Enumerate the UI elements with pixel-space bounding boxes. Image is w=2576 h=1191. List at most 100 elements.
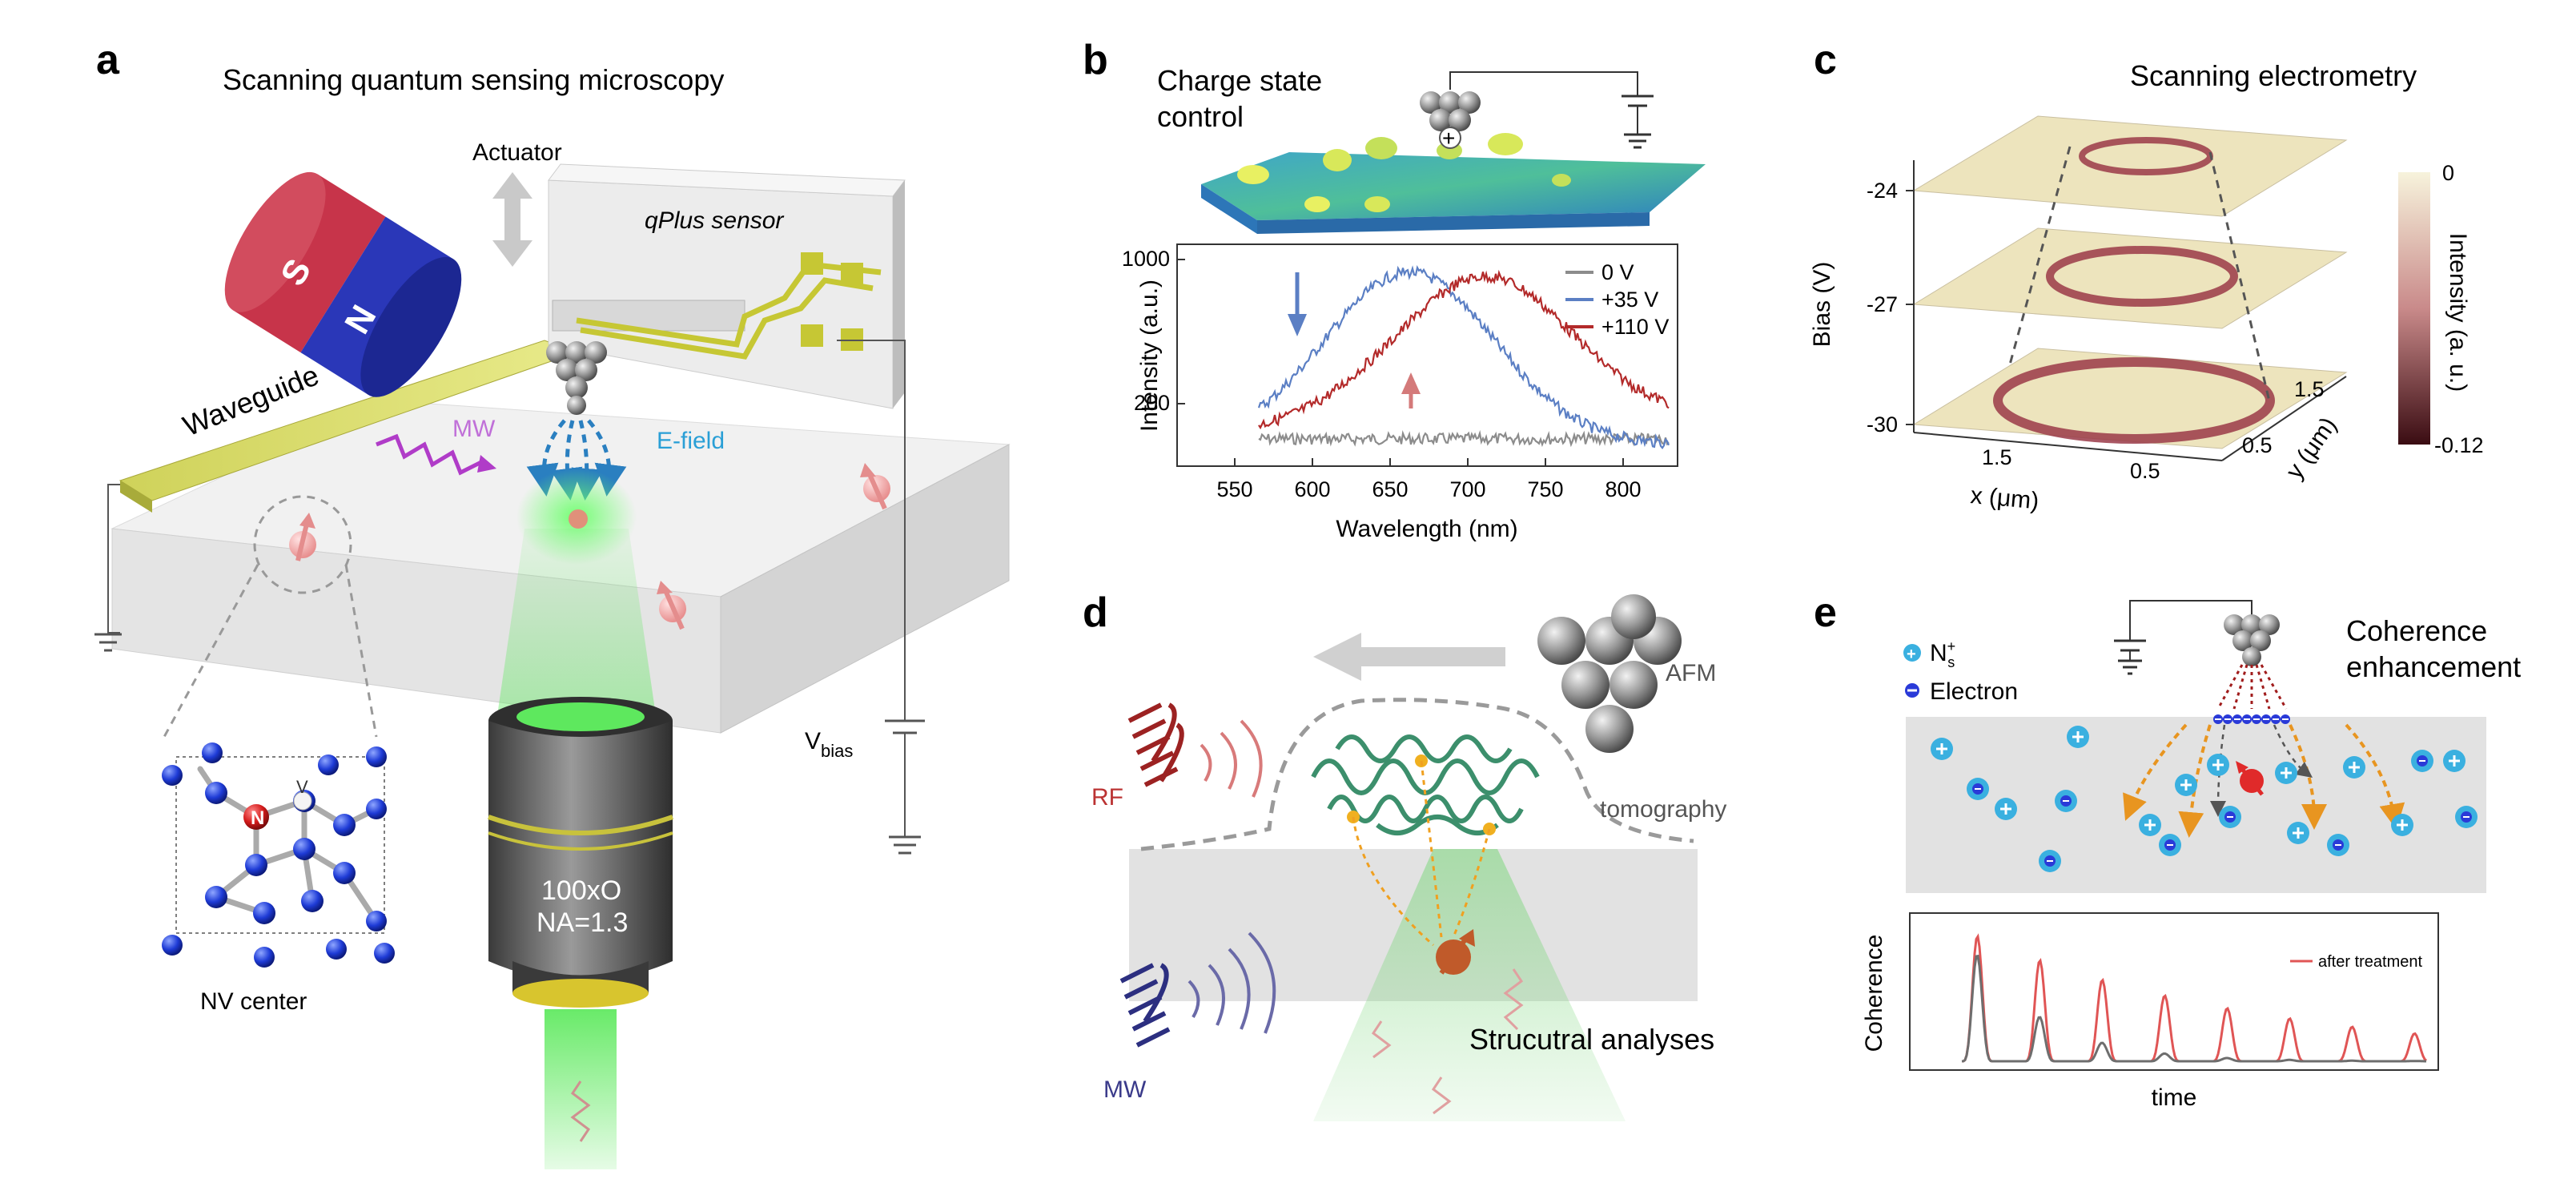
coherence-legend: after treatment — [2318, 953, 2423, 971]
y-tick-05: 0.5 — [2242, 433, 2273, 457]
mw-wave-icon — [376, 433, 496, 476]
zoom-circle — [253, 495, 352, 594]
bias-tick-30: -30 — [1867, 412, 1898, 437]
charge-plus-icon: + — [1442, 126, 1455, 151]
y-axis-c — [2221, 376, 2347, 461]
magnet-icon: S N — [224, 171, 462, 397]
bias-axis-label: Bias (V) — [1809, 262, 1835, 348]
laser-beam-up — [496, 529, 657, 721]
sensor-spin-e — [2236, 761, 2264, 796]
bias-tick-24: -24 — [1867, 179, 1898, 203]
ns-label: N+s — [1930, 638, 1955, 670]
spectra-ytick-200: 200 — [1134, 391, 1170, 415]
panel-d-letter: d — [1083, 589, 1108, 636]
svg-text:+: + — [1907, 646, 1916, 663]
ns-plus-icon — [1903, 644, 1921, 662]
spectra-xtick-550: 550 — [1216, 477, 1252, 501]
colorbar-label: Intensity (a. u.) — [2445, 233, 2471, 392]
spectra-xtick-650: 650 — [1372, 477, 1408, 501]
tomography-outline — [1140, 698, 1694, 851]
peak-arrow-blue — [1288, 272, 1307, 336]
electrometry-map-top — [1912, 115, 2348, 217]
spectrum-35v — [1257, 264, 1670, 450]
qplus-label: qPlus sensor — [645, 207, 784, 234]
panel-c-title: Scanning electrometry — [2130, 59, 2417, 92]
surface-electrons — [2213, 714, 2290, 724]
peak-arrow-red — [1401, 372, 1421, 408]
spectra-xtick-600: 600 — [1294, 477, 1330, 501]
spectra-xlabel: Wavelength (nm) — [1336, 516, 1517, 542]
panel-e-letter: e — [1814, 589, 1837, 636]
colorbar — [2398, 172, 2430, 445]
panel-d: d AFM tomography — [1083, 589, 1726, 1121]
spectra-ytick-1000: 1000 — [1122, 247, 1170, 271]
panel-c: c Scanning electrometry -24 -27 -30 Bias… — [1809, 37, 2484, 514]
sensor-spin-icon — [569, 509, 588, 529]
x-tick-05: 0.5 — [2130, 459, 2160, 483]
panel-e-title-line1: Coherence — [2346, 614, 2487, 647]
afm-label: AFM — [1666, 660, 1716, 686]
coherence-before-line — [1961, 954, 2426, 1063]
electrometry-map-middle — [1912, 227, 2348, 329]
scan-direction-arrow — [1313, 633, 1505, 681]
panel-b: b Charge state control + — [1083, 37, 1706, 542]
spectrum-110v — [1258, 269, 1670, 430]
panel-a: a Scanning quantum sensing microscopy Wa… — [94, 37, 1011, 1169]
rf-label: RF — [1091, 784, 1123, 811]
tip-with-bias-icon: + — [1420, 71, 1654, 151]
rf-coil-icon — [1127, 702, 1184, 787]
panel-b-letter: b — [1083, 37, 1108, 83]
waveguide-ground-wire — [107, 484, 120, 634]
x-tick-15: 1.5 — [1982, 445, 2012, 469]
coherence-xlabel: time — [2152, 1084, 2197, 1111]
coherence-plot-frame — [1909, 912, 2439, 1071]
bias-tick-27: -27 — [1867, 292, 1898, 316]
colorbar-min: -0.12 — [2434, 433, 2484, 457]
spectra-xtick-800: 800 — [1605, 477, 1641, 501]
legend-110v: +110 V — [1601, 315, 1669, 339]
x-axis-c — [1913, 432, 2223, 461]
afm-tip-cluster — [546, 341, 607, 415]
panel-c-letter: c — [1814, 37, 1837, 83]
spectra-plot: 0 V +35 V +110 V Intensity (a.u.) Wavele… — [1122, 243, 1678, 542]
objective-magnification: 100xO — [541, 875, 621, 906]
panel-b-title-line2: control — [1157, 100, 1244, 133]
vbias-label: Vbias — [805, 728, 853, 761]
vbias-circuit — [837, 340, 925, 855]
structural-analyses-label: Strucutral analyses — [1469, 1023, 1714, 1056]
spectra-plot-frame — [1176, 243, 1678, 467]
electrometry-map-bottom — [1912, 348, 2348, 449]
mw-label-a: MW — [452, 416, 496, 442]
nv-center-label: NV center — [200, 988, 307, 1015]
nv-lattice-diagram: N V — [162, 742, 395, 968]
y-axis-label-c: y (μm) — [2281, 412, 2342, 484]
nitrogen-atom-label: N — [251, 807, 264, 829]
panel-a-letter: a — [96, 37, 120, 83]
panel-b-title-line1: Charge state — [1157, 64, 1322, 97]
spin-icon-3 — [657, 581, 686, 630]
efield-label: E-field — [657, 428, 725, 454]
actuator-arrow-icon — [492, 172, 532, 267]
tomography-label: tomography — [1600, 796, 1726, 823]
spectra-legend: 0 V +35 V +110 V — [1565, 260, 1669, 339]
y-tick-15: 1.5 — [2294, 377, 2325, 401]
spectra-xtick-750: 750 — [1527, 477, 1563, 501]
rf-waves — [1200, 719, 1263, 798]
panel-e-title-line2: enhancement — [2346, 650, 2521, 683]
qplus-sensor — [548, 163, 906, 409]
mw-coil-icon — [1119, 963, 1171, 1048]
laser-beam-down — [545, 1009, 617, 1169]
panel-d-laser-cone — [1313, 849, 1626, 1121]
panel-e-substrate — [1906, 717, 2486, 893]
x-axis-label-c: x (μm) — [1969, 482, 2040, 514]
mw-label-d: MW — [1103, 1076, 1147, 1103]
mw-waves — [1188, 931, 1276, 1034]
panel-e: e + N+s Electron Coherence enhancement — [1814, 589, 2521, 1111]
coherence-plot: after treatment Coherence time — [1861, 912, 2439, 1111]
nitrogen-ions — [1931, 726, 2478, 872]
colorbar-max: 0 — [2442, 161, 2454, 185]
afm-probe-icon — [1537, 594, 1682, 753]
objective-lens — [488, 697, 673, 1008]
sensor-spin-d — [1436, 929, 1475, 975]
